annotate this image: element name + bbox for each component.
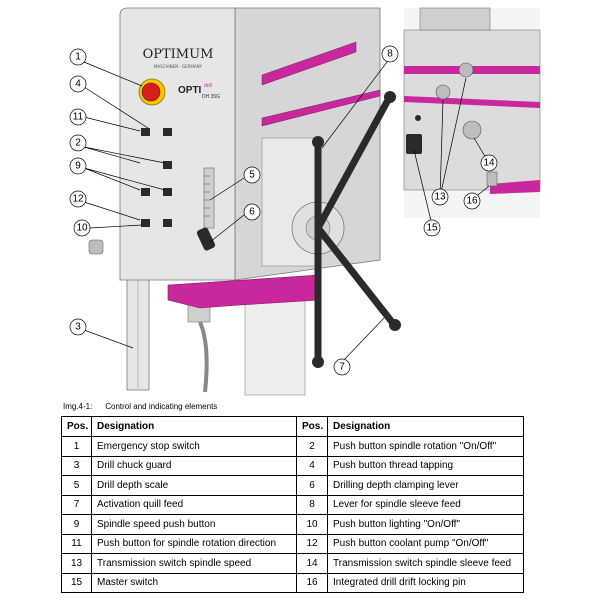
table-cell-designation: Push button thread tapping — [327, 455, 524, 476]
table-cell-pos: 10 — [296, 514, 328, 535]
svg-text:5: 5 — [249, 170, 255, 181]
svg-text:6: 6 — [249, 207, 255, 218]
table-cell-pos: 8 — [296, 494, 328, 515]
svg-text:4: 4 — [75, 79, 81, 90]
callout-5: 5 — [243, 166, 261, 184]
designation-table: Pos. Designation Pos. Designation 1 Emer… — [61, 416, 524, 593]
table-cell-pos: 12 — [296, 533, 328, 554]
svg-text:13: 13 — [434, 192, 446, 203]
table-cell-pos: 6 — [296, 475, 328, 496]
depth-scale-icon — [203, 167, 215, 229]
table-row: 3 Drill chuck guard 4 Push button thread… — [61, 455, 524, 476]
inset-view — [403, 7, 541, 218]
table-cell-pos: 1 — [61, 436, 92, 457]
callout-3: 3 — [69, 318, 87, 336]
table-cell-pos: 14 — [296, 553, 328, 574]
designation-table-wrapper: Pos. Designation Pos. Designation 1 Emer… — [61, 416, 524, 593]
svg-text:9: 9 — [75, 161, 81, 172]
table-cell-designation: Spindle speed push button — [91, 514, 297, 535]
callout-12: 12 — [69, 190, 87, 208]
table-cell-designation: Emergency stop switch — [91, 436, 297, 457]
callout-4: 4 — [69, 75, 87, 93]
caption-text: Control and indicating elements — [105, 402, 218, 411]
header-designation-2: Designation — [327, 416, 524, 437]
table-cell-designation: Transmission switch spindle speed — [91, 553, 297, 574]
header-designation-1: Designation — [91, 416, 297, 437]
table-cell-pos: 15 — [61, 572, 92, 593]
header-pos-2: Pos. — [296, 416, 328, 437]
table-cell-designation: Activation quill feed — [91, 494, 297, 515]
callout-2: 2 — [69, 134, 87, 152]
svg-text:10: 10 — [76, 223, 88, 234]
svg-text:3: 3 — [75, 322, 81, 333]
table-cell-designation: Lever for spindle sleeve feed — [327, 494, 524, 515]
svg-text:7: 7 — [339, 362, 345, 373]
table-row: 9 Spindle speed push button 10 Push butt… — [61, 514, 524, 535]
table-row: 11 Push button for spindle rotation dire… — [61, 533, 524, 554]
svg-text:1: 1 — [75, 52, 81, 63]
table-cell-pos: 7 — [61, 494, 92, 515]
table-cell-pos: 2 — [296, 436, 328, 457]
svg-text:8: 8 — [387, 49, 393, 60]
drill-machine-main-view: OPTIMUM MASCHINEN · GERMANY OPTI drill D… — [88, 7, 401, 396]
table-cell-pos: 11 — [61, 533, 92, 554]
table-cell-designation: Push button lighting "On/Off" — [327, 514, 524, 535]
push-buttons-icon — [141, 128, 172, 227]
table-cell-designation: Drilling depth clamping lever — [327, 475, 524, 496]
table-cell-pos: 16 — [296, 572, 328, 593]
brand-subline: MASCHINEN · GERMANY — [154, 64, 203, 69]
table-cell-designation: Push button spindle rotation "On/Off" — [327, 436, 524, 457]
callout-9: 9 — [69, 157, 87, 175]
table-cell-pos: 3 — [61, 455, 92, 476]
callout-1: 1 — [69, 48, 87, 66]
svg-text:11: 11 — [73, 112, 84, 123]
feed-lever-icon — [314, 96, 396, 364]
table-row: 13 Transmission switch spindle speed 14 … — [61, 553, 524, 574]
table-row: 5 Drill depth scale 6 Drilling depth cla… — [61, 475, 524, 496]
machine-illustration: OPTIMUM MASCHINEN · GERMANY OPTI drill D… — [69, 7, 541, 396]
clamping-lever-icon — [196, 227, 216, 251]
callout-11: 11 — [69, 108, 87, 126]
callout-7: 7 — [333, 358, 351, 376]
callout-8: 8 — [381, 45, 399, 63]
svg-text:15: 15 — [426, 223, 438, 234]
brand-logo: OPTIMUM — [143, 47, 214, 62]
svg-text:16: 16 — [466, 196, 478, 207]
table-cell-designation: Push button coolant pump "On/Off" — [327, 533, 524, 554]
model-name: DH 35G — [202, 94, 220, 100]
master-switch-icon — [406, 134, 422, 154]
table-cell-designation: Drill depth scale — [91, 475, 297, 496]
table-cell-designation: Integrated drill drift locking pin — [327, 572, 524, 593]
svg-text:14: 14 — [483, 158, 495, 169]
table-cell-pos: 9 — [61, 514, 92, 535]
callout-15: 15 — [423, 219, 441, 237]
svg-text:12: 12 — [72, 194, 84, 205]
model-drill-label: drill — [204, 83, 212, 89]
table-header-row: Pos. Designation Pos. Designation — [61, 416, 524, 437]
caption-label: Img.4-1: — [63, 402, 93, 411]
table-cell-designation: Master switch — [91, 572, 297, 593]
header-pos-1: Pos. — [61, 416, 92, 437]
svg-text:2: 2 — [75, 138, 81, 149]
callout-14: 14 — [480, 154, 498, 172]
callout-16: 16 — [463, 192, 481, 210]
table-row: 1 Emergency stop switch 2 Push button sp… — [61, 436, 524, 457]
table-row: 7 Activation quill feed 8 Lever for spin… — [61, 494, 524, 515]
model-prefix: OPTI — [178, 85, 202, 96]
callout-leaders — [83, 57, 490, 363]
callout-6: 6 — [243, 203, 261, 221]
table-cell-designation: Push button for spindle rotation directi… — [91, 533, 297, 554]
callout-13: 13 — [431, 188, 449, 206]
table-cell-pos: 13 — [61, 553, 92, 574]
callout-labels: 1 4 11 2 9 12 10 3 5 6 7 8 13 14 15 16 — [69, 45, 498, 376]
callout-10: 10 — [73, 219, 91, 237]
table-row: 15 Master switch 16 Integrated drill dri… — [61, 572, 524, 593]
table-cell-pos: 4 — [296, 455, 328, 476]
table-cell-designation: Drill chuck guard — [91, 455, 297, 476]
figure-caption: Img.4-1: Control and indicating elements — [63, 402, 217, 411]
table-cell-pos: 5 — [61, 475, 92, 496]
table-cell-designation: Transmission switch spindle sleeve feed — [327, 553, 524, 574]
